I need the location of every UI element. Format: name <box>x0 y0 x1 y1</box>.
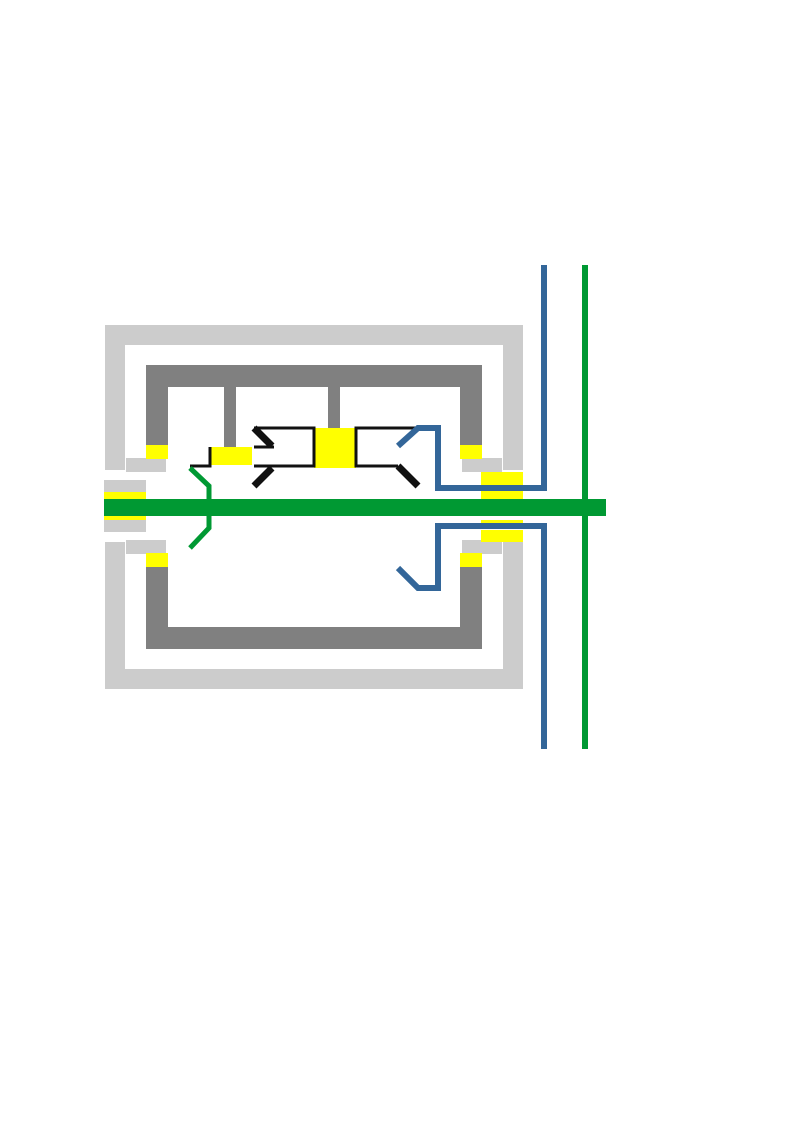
housing-right-exit-shoulder-bottom <box>462 540 502 554</box>
bearing-gear-1 <box>210 447 252 465</box>
main-shaft <box>104 499 606 516</box>
gear-2-body <box>254 426 316 468</box>
inner-case-right-upper <box>460 365 482 445</box>
inner-case-bottom <box>146 627 482 649</box>
bearing-gear-2 <box>314 428 356 468</box>
bearing-left-bottom <box>146 553 168 567</box>
bearing-output-mid-top <box>481 491 523 499</box>
gear-2-tooth-bottom <box>251 465 275 489</box>
housing-left-entry-shoulder-top <box>126 458 166 472</box>
housing-right-exit-shoulder-top <box>462 458 502 472</box>
output-sleeve-upper <box>395 265 547 491</box>
gear-left-bracket <box>190 447 212 468</box>
inner-divider-2 <box>328 385 340 429</box>
bearing-output-bottom <box>481 530 523 542</box>
inner-case-left-lower <box>146 566 168 649</box>
housing-left-entry-cap-bottom <box>104 520 146 532</box>
output-sleeve <box>395 265 547 749</box>
output-sleeve-lower <box>395 523 547 749</box>
bearing-right-bottom <box>460 553 482 567</box>
input-shaft <box>104 265 606 749</box>
bearing-left-top <box>146 445 168 459</box>
inner-case-top <box>146 365 482 387</box>
gear-2-tooth-top <box>251 425 275 449</box>
inner-case <box>146 365 482 649</box>
inner-divider-1 <box>224 385 236 447</box>
shaft-gear-upper <box>188 466 212 499</box>
gears <box>190 425 421 489</box>
housing-left-entry-cap-top <box>104 480 146 492</box>
inner-case-left-upper <box>146 365 168 445</box>
inner-case-right-lower <box>460 566 482 649</box>
bearing-output-top <box>481 472 523 488</box>
bearings <box>104 428 523 567</box>
gear-3-body <box>354 426 418 468</box>
gear-3-tooth <box>395 463 421 489</box>
bearing-right-top <box>460 445 482 459</box>
housing-left-entry-shoulder-bottom <box>126 540 166 554</box>
shaft-gear-lower <box>188 516 212 550</box>
